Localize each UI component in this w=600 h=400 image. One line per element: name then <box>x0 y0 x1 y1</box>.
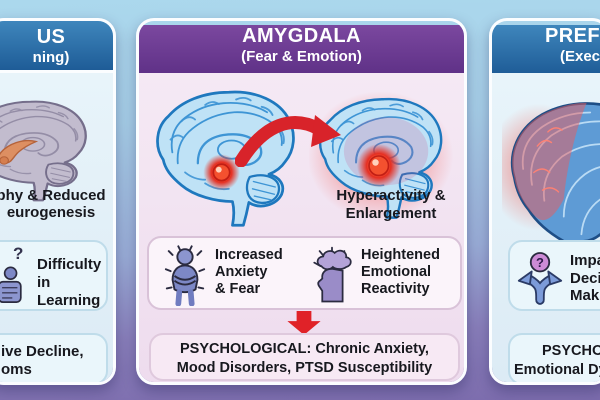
question-mark-icon: ? <box>13 244 24 263</box>
right-panel-body: ? Impa Decis Maki PSYCHOL Emotional Dysr <box>492 73 600 382</box>
effects-box: Increased Anxiety & Fear Heightened <box>147 236 462 310</box>
left-panel-body: phy & Reduced eurogenesis ? Difficulty i… <box>0 73 113 382</box>
left-outcome-box: ive Decline, oms <box>0 333 108 382</box>
left-panel-title: US <box>36 26 66 48</box>
right-outcome-box: PSYCHOL Emotional Dysr <box>508 333 600 382</box>
anxious-person-icon <box>164 245 206 306</box>
effect-label: Increased Anxiety & Fear <box>215 247 283 297</box>
branching-arrows-icon: ? <box>517 252 563 305</box>
brain-caption: Hyperactivity & Enlargement <box>336 187 446 222</box>
left-effect-label: Difficulty in Learning <box>37 256 102 309</box>
left-outcome-label: ive Decline, oms <box>1 343 84 378</box>
center-panel-subtitle: (Fear & Emotion) <box>241 48 362 65</box>
center-panel-title: AMYGDALA <box>242 25 361 47</box>
right-outcome-line1: PSYCHOL <box>542 343 600 359</box>
curved-red-arrow-icon <box>235 115 341 167</box>
left-panel-header: US ning) <box>0 21 113 73</box>
right-panel-header: PREFR (Exec <box>492 25 600 77</box>
panel-amygdala: AMYGDALA (Fear & Emotion) <box>136 18 467 385</box>
red-block-arrow-down-icon <box>287 311 321 335</box>
question-mark-icon: ? <box>536 255 544 270</box>
effect-reactivity: Heightened Emotional Reactivity <box>309 244 459 306</box>
center-panel-body: Hyperactivity & Enlargement In <box>139 73 464 382</box>
left-effect-box: ? Difficulty in Learning <box>0 240 108 311</box>
grey-brain-hippocampus-icon <box>0 101 86 201</box>
blue-brain-red-frontal-icon <box>502 102 600 243</box>
center-panel-header: AMYGDALA (Fear & Emotion) <box>139 25 464 77</box>
outcome-line2: Mood Disorders, PTSD Susceptibility <box>176 360 433 376</box>
effect-label: Heightened Emotional Reactivity <box>361 247 440 297</box>
effect-anxiety: Increased Anxiety & Fear <box>163 244 303 306</box>
exploding-head-icon <box>313 246 352 303</box>
right-outcome-line2: Emotional Dysr <box>514 362 600 378</box>
glowing-brain-enlarged-amygdala-icon <box>309 91 454 221</box>
blue-brain-amygdala-icon <box>157 92 294 226</box>
panel-hippocampus: US ning) phy & Reduced eurogenesis ? <box>0 18 116 385</box>
right-panel-subtitle: (Exec <box>560 48 600 65</box>
left-finding-text: phy & Reduced eurogenesis <box>0 187 106 221</box>
question-reader-icon <box>0 266 22 303</box>
right-effect-box: ? Impa Decis Maki <box>508 240 600 311</box>
right-effect-label: Impa Decis Maki <box>570 252 600 304</box>
outcome-line1: PSYCHOLOGICAL: Chronic Anxiety, <box>180 341 429 357</box>
left-panel-subtitle: ning) <box>32 49 70 66</box>
right-panel-title: PREFR <box>545 25 600 47</box>
panel-prefrontal: PREFR (Exec <box>489 18 600 385</box>
outcome-box: PSYCHOLOGICAL: Chronic Anxiety, Mood Dis… <box>149 333 460 381</box>
